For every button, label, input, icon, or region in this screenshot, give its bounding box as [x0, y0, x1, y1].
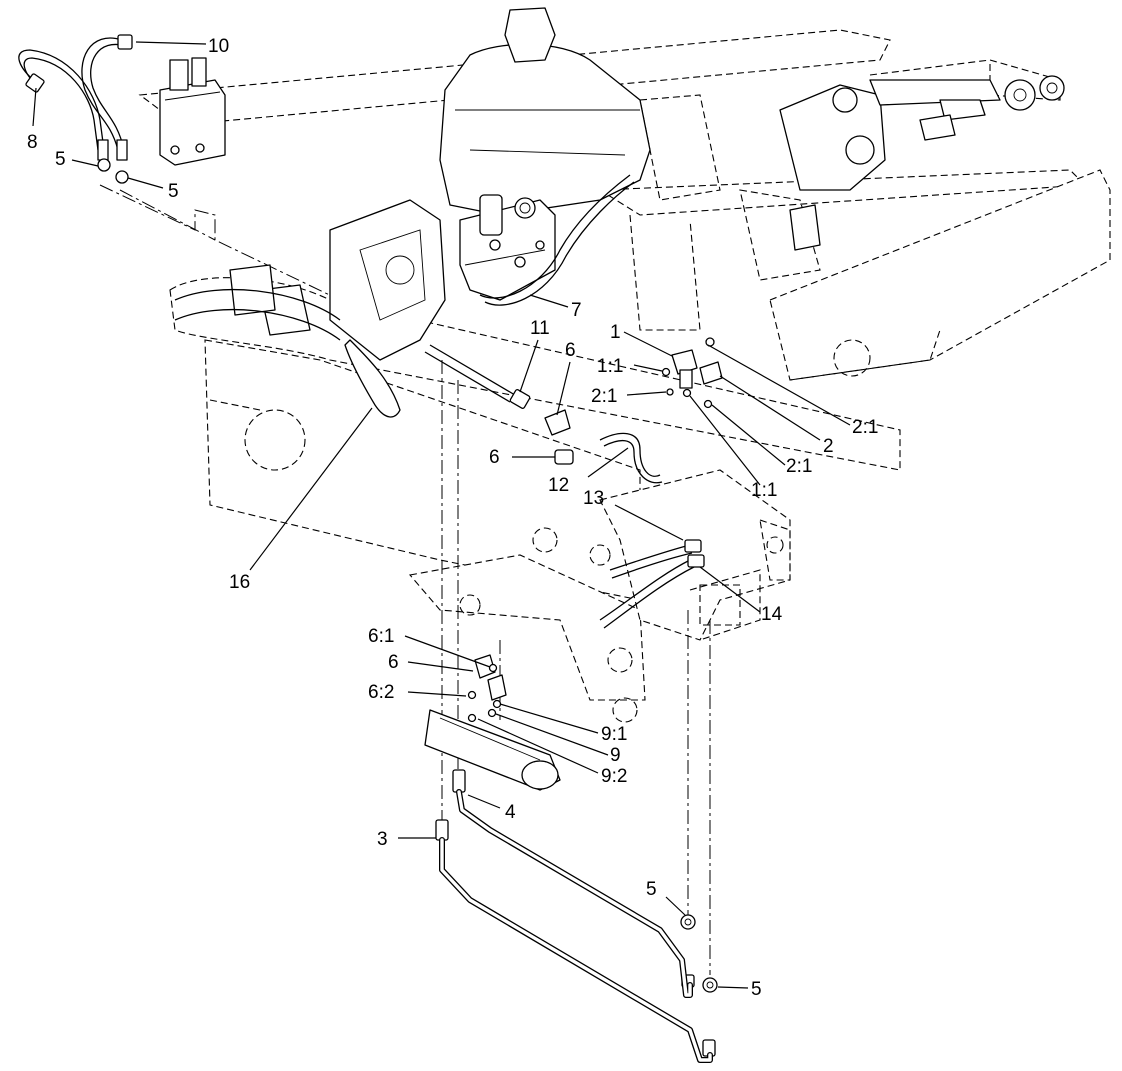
callout-2: 2	[823, 436, 834, 457]
callout-6-lower: 6	[388, 652, 399, 673]
callout-9-1: 9:1	[601, 724, 627, 745]
callout-5-lower-left: 5	[646, 879, 657, 900]
callout-1-1-right: 1:1	[751, 480, 777, 501]
callout-5-left: 5	[55, 149, 66, 170]
hoses	[18, 37, 695, 629]
fittings	[25, 34, 723, 1057]
callout-9-2: 9:2	[601, 766, 627, 787]
callout-14: 14	[761, 604, 783, 625]
steering-cylinder-lower	[424, 709, 561, 791]
steering-mechanism	[229, 199, 446, 418]
callout-3: 3	[377, 829, 388, 850]
callout-labels: 10 8 5 5 7 11 6 1 1:1 2:1 2:1 2 2:1 1:1 …	[27, 36, 878, 1000]
callout-7: 7	[571, 300, 582, 321]
callout-5-right: 5	[168, 181, 179, 202]
callout-6-1: 6:1	[368, 626, 394, 647]
callout-6-middle: 6	[489, 447, 500, 468]
callout-10: 10	[208, 36, 229, 57]
reference-lines	[441, 360, 711, 975]
callout-4: 4	[505, 802, 516, 823]
leader-lines	[32, 41, 851, 989]
hydraulic-tank	[439, 7, 651, 216]
callout-6-2: 6:2	[368, 682, 394, 703]
callout-5-lower-right: 5	[751, 979, 762, 1000]
control-valve-upper	[159, 57, 226, 166]
callout-9: 9	[610, 745, 621, 766]
valve-manifold	[459, 194, 556, 301]
callout-1-1-left: 1:1	[597, 356, 623, 377]
callout-16: 16	[229, 572, 250, 593]
steering-cylinder-right	[779, 75, 1065, 251]
callout-2-1-far-right: 2:1	[852, 417, 878, 438]
callout-8: 8	[27, 132, 38, 153]
hydraulic-tubes	[439, 789, 713, 1063]
callout-12: 12	[548, 475, 569, 496]
callout-1: 1	[610, 322, 621, 343]
callout-11: 11	[530, 318, 550, 339]
callout-2-1-right: 2:1	[786, 456, 812, 477]
callout-2-1-left: 2:1	[591, 386, 617, 407]
callout-13: 13	[583, 488, 604, 509]
callout-6-upper: 6	[565, 340, 576, 361]
